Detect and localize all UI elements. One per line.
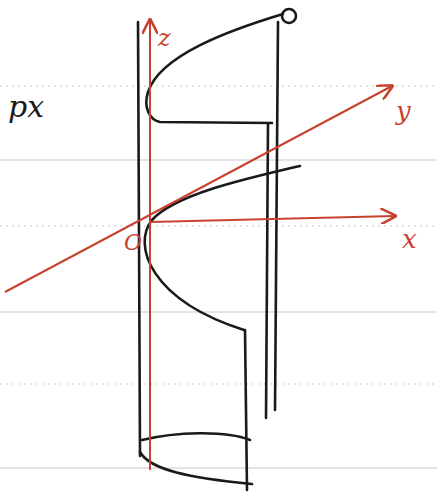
equation-fragment: px	[8, 92, 44, 122]
axis-label: z	[158, 26, 171, 50]
axis-label: x	[402, 226, 417, 252]
origin-label: O	[124, 232, 142, 254]
surface-lines	[138, 9, 300, 490]
coordinate-axes	[5, 20, 395, 470]
axis-label: y	[396, 98, 411, 124]
notebook-lines	[0, 86, 437, 468]
